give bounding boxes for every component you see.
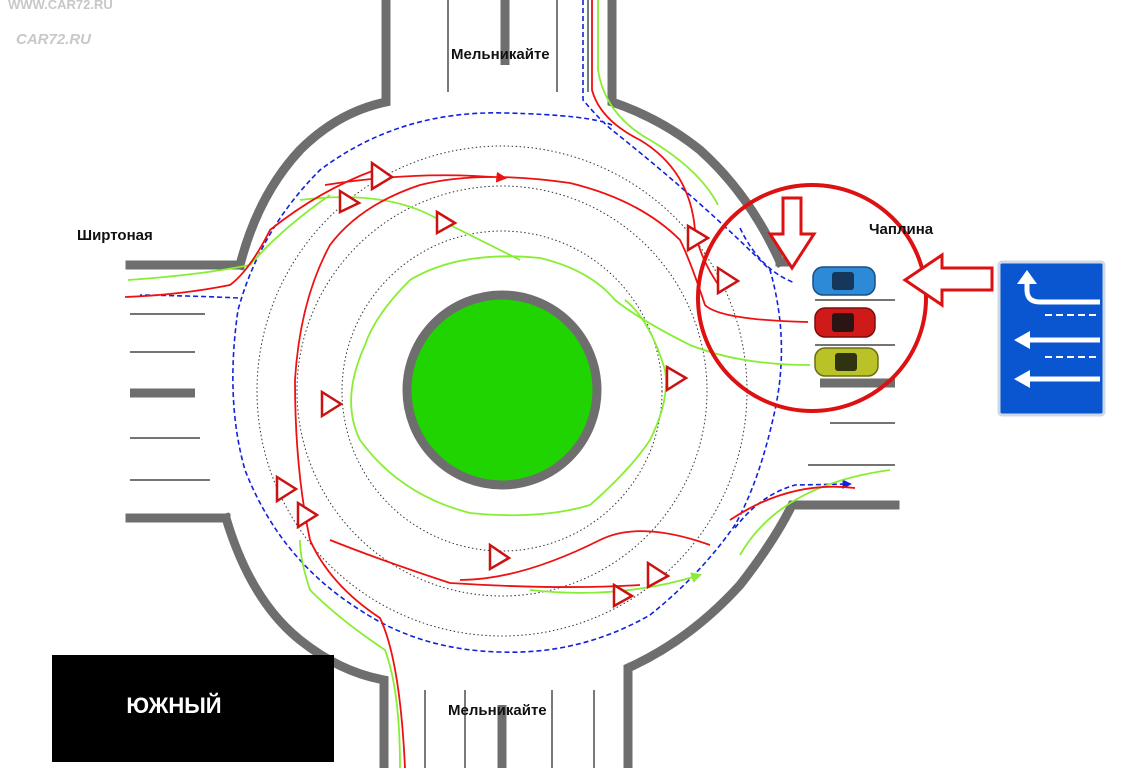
yield-triangle-icon [665, 364, 689, 393]
road-curbs [125, 0, 900, 768]
yield-triangle-icon [275, 474, 299, 504]
district-label: ЮЖНЫЙ [126, 693, 222, 718]
yield-triangle-icon [296, 500, 320, 530]
yield-triangle-icon [686, 223, 711, 253]
yield-triangle-icon [435, 209, 458, 236]
yield-triangle-icon [612, 582, 635, 609]
lane-direction-sign-icon [997, 260, 1106, 417]
yield-triangle-icon [646, 560, 671, 590]
yield-triangle-icon [488, 542, 512, 572]
yield-triangle-icon [338, 188, 362, 214]
street-label-south: Мельникайте [448, 702, 547, 719]
yield-signs [275, 160, 741, 609]
yield-triangle-icon [370, 160, 395, 192]
district-box: ЮЖНЫЙ [52, 655, 334, 762]
arrow-down-icon [767, 196, 817, 271]
path-blue [139, 0, 850, 654]
central-island [402, 290, 602, 490]
lane-markings [130, 0, 895, 768]
arrow-left-icon [902, 252, 994, 308]
watermark-url: WWW.CAR72.RU [8, 0, 113, 12]
path-red [124, 0, 856, 768]
highlight-circle [696, 183, 928, 413]
yield-triangle-icon [320, 389, 344, 419]
car-yellow [814, 347, 879, 377]
street-label-north: Мельникайте [451, 46, 550, 63]
car-red [814, 307, 876, 338]
road-median-stubs [130, 0, 895, 768]
car-blue [812, 266, 876, 296]
watermark-logo: CAR72.RU [16, 31, 92, 48]
street-label-east: Чаплина [869, 221, 934, 238]
yield-triangle-icon [716, 265, 741, 296]
street-label-west: Ширтоная [77, 227, 153, 244]
